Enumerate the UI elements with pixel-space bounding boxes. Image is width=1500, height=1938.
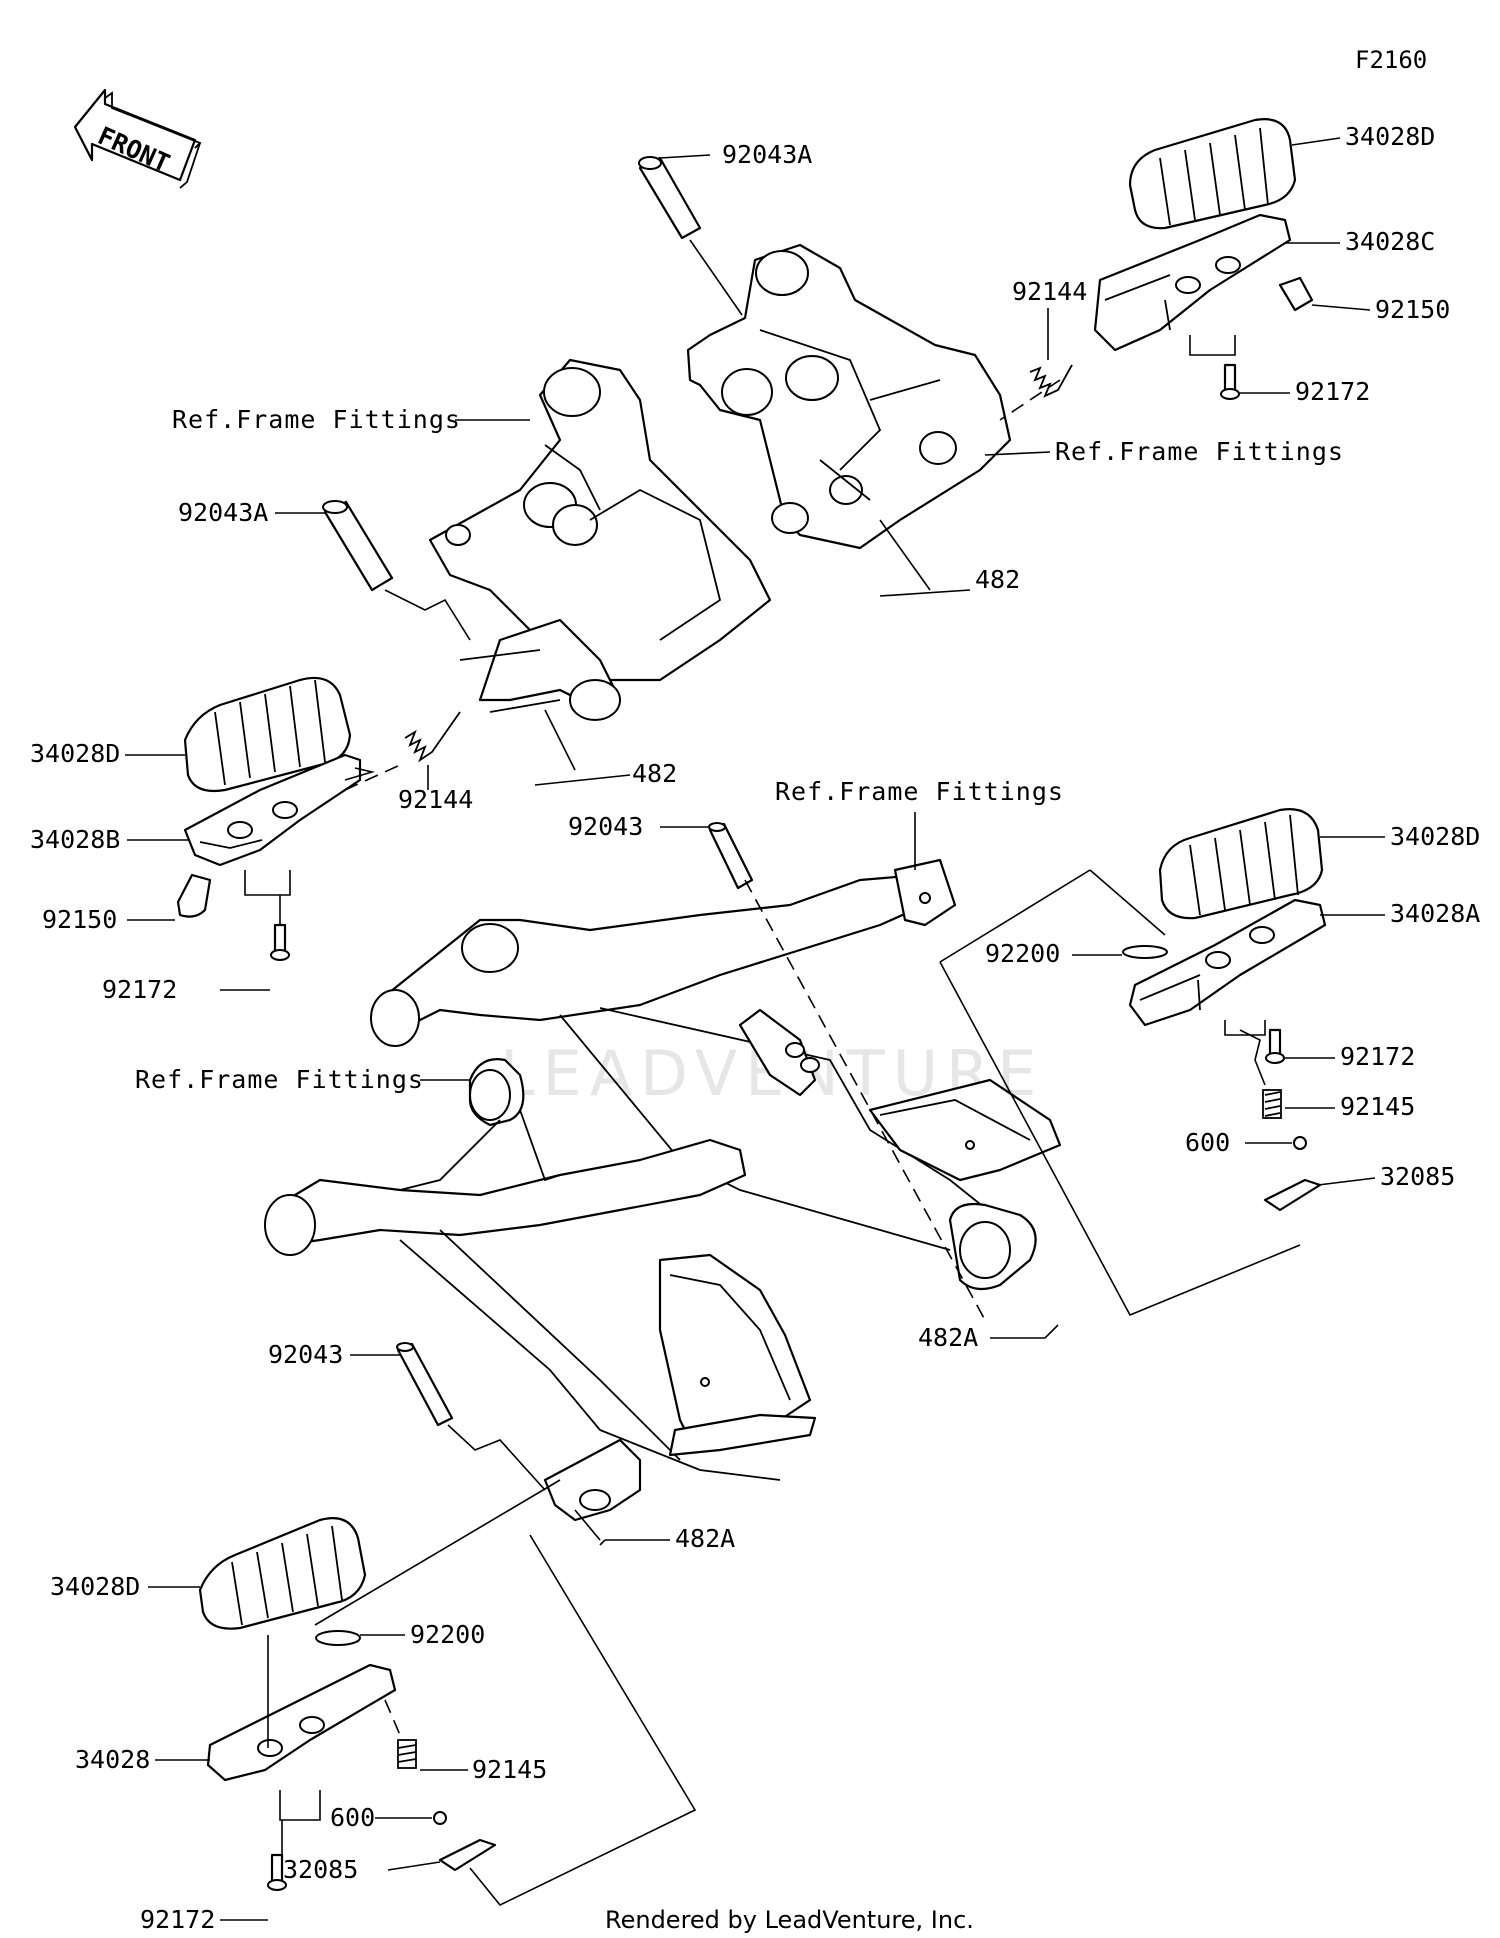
label-ref-frame-fittings-right: Ref.Frame Fittings	[1055, 437, 1344, 466]
label-92145-right: 92145	[1340, 1092, 1415, 1121]
footpeg-rubber-lower-left	[198, 1517, 367, 1630]
ball-600-lower	[433, 1811, 447, 1825]
label-ref-frame-fittings-lower: Ref.Frame Fittings	[135, 1065, 424, 1094]
plate-32085-lower	[438, 1838, 497, 1872]
label-600-lower: 600	[330, 1803, 375, 1832]
label-92043-lower: 92043	[268, 1340, 343, 1369]
washer-92200-right	[1122, 945, 1168, 959]
frame-bracket-left	[428, 358, 772, 682]
ball-600-right	[1293, 1136, 1307, 1150]
bolt-92172-mid-right	[1265, 1028, 1285, 1064]
label-92172-right: 92172	[1295, 377, 1370, 406]
label-34028D-left: 34028D	[30, 739, 120, 768]
label-34028C: 34028C	[1345, 227, 1435, 256]
footpeg-mount-lower	[543, 1438, 642, 1522]
label-92043-center: 92043	[568, 812, 643, 841]
label-92172-left: 92172	[102, 975, 177, 1004]
washer-92200-lower	[315, 1630, 361, 1646]
spring-92145-right	[1262, 1089, 1282, 1119]
label-482-left: 482	[632, 759, 677, 788]
footpeg-rubber-top-right	[1128, 118, 1297, 230]
diagram-code: F2160	[1355, 46, 1427, 74]
footpeg-rubber-left	[183, 676, 352, 793]
label-32085-right: 32085	[1380, 1162, 1455, 1191]
label-ref-frame-fittings-left: Ref.Frame Fittings	[172, 405, 461, 434]
label-34028B: 34028B	[30, 825, 120, 854]
bolt-92172-lower-left	[267, 1853, 287, 1891]
frame-bracket-left-lower	[459, 618, 622, 721]
front-arrow-icon: FRONT	[73, 88, 202, 189]
spring-92145-lower	[397, 1739, 417, 1769]
label-92200-right: 92200	[985, 939, 1060, 968]
label-34028D-lower-left: 34028D	[50, 1572, 140, 1601]
label-92043A-top: 92043A	[722, 140, 812, 169]
label-ref-frame-fittings-center: Ref.Frame Fittings	[775, 777, 1064, 806]
label-92200-lower: 92200	[410, 1620, 485, 1649]
label-92043A-left: 92043A	[178, 498, 268, 527]
bolt-92172-right	[1220, 363, 1240, 400]
bolt-92150-right	[1278, 276, 1314, 312]
bolt-92150-left	[176, 873, 212, 918]
label-34028A: 34028A	[1390, 899, 1480, 928]
label-92150-left: 92150	[42, 905, 117, 934]
footpeg-bracket-34028A	[1128, 898, 1327, 1027]
footpeg-bracket-34028	[206, 1663, 397, 1782]
label-482-right: 482	[975, 565, 1020, 594]
footpeg-bracket-34028C	[1093, 213, 1292, 352]
label-92144-right: 92144	[1012, 277, 1087, 306]
label-600-right: 600	[1185, 1128, 1230, 1157]
footpeg-stay-lower	[264, 1058, 781, 1481]
label-34028D-mid-right: 34028D	[1390, 822, 1480, 851]
label-92145-lower: 92145	[472, 1755, 547, 1784]
plate-32085-right	[1263, 1178, 1322, 1212]
label-92172-lower-left: 92172	[140, 1905, 215, 1934]
pin-92043-lower	[396, 1342, 454, 1427]
heel-plate-center	[868, 1078, 1062, 1182]
spring-92144-right	[1029, 364, 1073, 398]
label-34028D-top-right: 34028D	[1345, 122, 1435, 151]
pin-92043-center	[708, 822, 754, 890]
label-482A-lower: 482A	[675, 1524, 735, 1553]
bolt-92172-left	[270, 923, 290, 961]
heel-plate-lower	[658, 1253, 817, 1457]
label-482A-right: 482A	[918, 1323, 978, 1352]
label-92144-left: 92144	[398, 785, 473, 814]
spring-92144-left	[404, 711, 461, 763]
label-34028: 34028	[75, 1745, 150, 1774]
label-92150-right: 92150	[1375, 295, 1450, 324]
frame-bracket-right	[686, 243, 1012, 550]
label-32085-lower: 32085	[283, 1855, 358, 1884]
footpeg-rubber-mid-right	[1158, 808, 1324, 920]
label-92172-mid-right: 92172	[1340, 1042, 1415, 1071]
footpeg-stay-upper	[370, 858, 1037, 1291]
credit-text: Rendered by LeadVenture, Inc.	[605, 1906, 974, 1934]
pin-92043A-top	[638, 156, 702, 240]
footpeg-bracket-34028B	[183, 753, 362, 867]
pin-92043A-left	[322, 500, 394, 592]
